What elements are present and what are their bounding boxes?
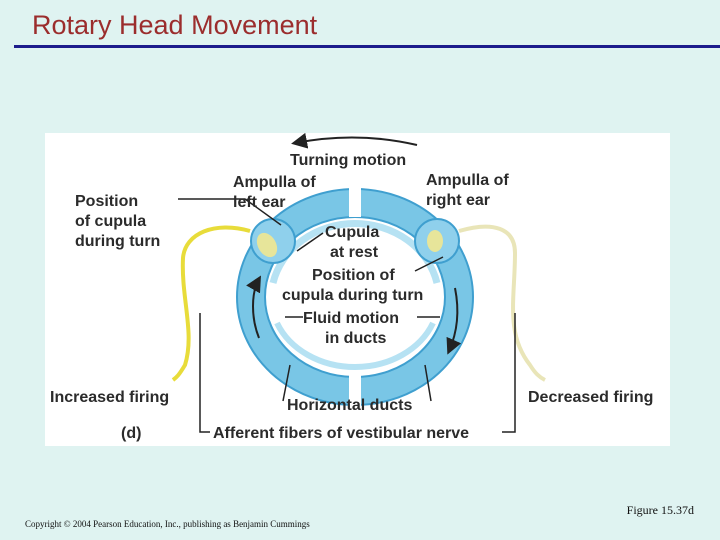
left-cupula	[256, 232, 278, 258]
leader-horizontal-ducts-left	[282, 364, 291, 402]
label-position-cupula-line2: of cupula	[75, 213, 146, 230]
turning-motion-arrow	[291, 133, 418, 149]
leader-afferent-right	[502, 313, 516, 433]
label-ampulla-left-line1: Ampulla of	[233, 174, 316, 191]
label-cupula-rest-line1: Cupula	[325, 224, 379, 241]
copyright-notice: Copyright © 2004 Pearson Education, Inc.…	[25, 519, 310, 529]
label-position-cupula-line1: Position	[75, 193, 138, 210]
label-ampulla-right-line1: Ampulla of	[426, 172, 509, 189]
fluid-arrow-right	[446, 287, 462, 355]
label-position-of-line2: cupula during turn	[282, 287, 423, 304]
label-ampulla-left-line2: left ear	[233, 194, 285, 211]
label-panel-letter: (d)	[121, 425, 141, 442]
label-fluid-motion-line2: in ducts	[325, 330, 386, 347]
label-cupula-rest-line2: at rest	[330, 244, 379, 261]
figure-panel: Turning motion Ampulla of left ear Ampul…	[45, 133, 670, 446]
label-position-of-line1: Position of	[312, 267, 395, 284]
right-cupula	[427, 230, 443, 252]
label-horizontal-ducts: Horizontal ducts	[287, 397, 412, 414]
right-nerve	[458, 224, 546, 382]
label-increased-firing: Increased firing	[50, 389, 169, 406]
duct-highlight-lower	[274, 321, 436, 370]
duct-gap-top	[349, 185, 361, 217]
leader-horizontal-ducts-right	[424, 364, 432, 402]
vestibular-diagram: Turning motion Ampulla of left ear Ampul…	[50, 133, 653, 442]
leader-position-of	[414, 256, 444, 272]
title-rule	[14, 45, 720, 48]
label-fluid-motion-line1: Fluid motion	[303, 310, 399, 327]
left-nerve	[171, 225, 251, 382]
leader-position-cupula	[178, 198, 282, 226]
label-turning-motion: Turning motion	[290, 152, 406, 169]
duct-gap-bottom	[349, 375, 361, 407]
label-decreased-firing: Decreased firing	[528, 389, 653, 406]
slide-title: Rotary Head Movement	[32, 10, 318, 40]
fluid-arrow-left	[246, 275, 261, 339]
label-ampulla-right-line2: right ear	[426, 192, 490, 209]
figure-number: Figure 15.37d	[626, 503, 694, 517]
label-afferent-fibers: Afferent fibers of vestibular nerve	[213, 425, 469, 442]
label-position-cupula-line3: during turn	[75, 233, 160, 250]
leader-cupula-rest	[296, 232, 324, 252]
leader-afferent-left	[199, 313, 210, 433]
